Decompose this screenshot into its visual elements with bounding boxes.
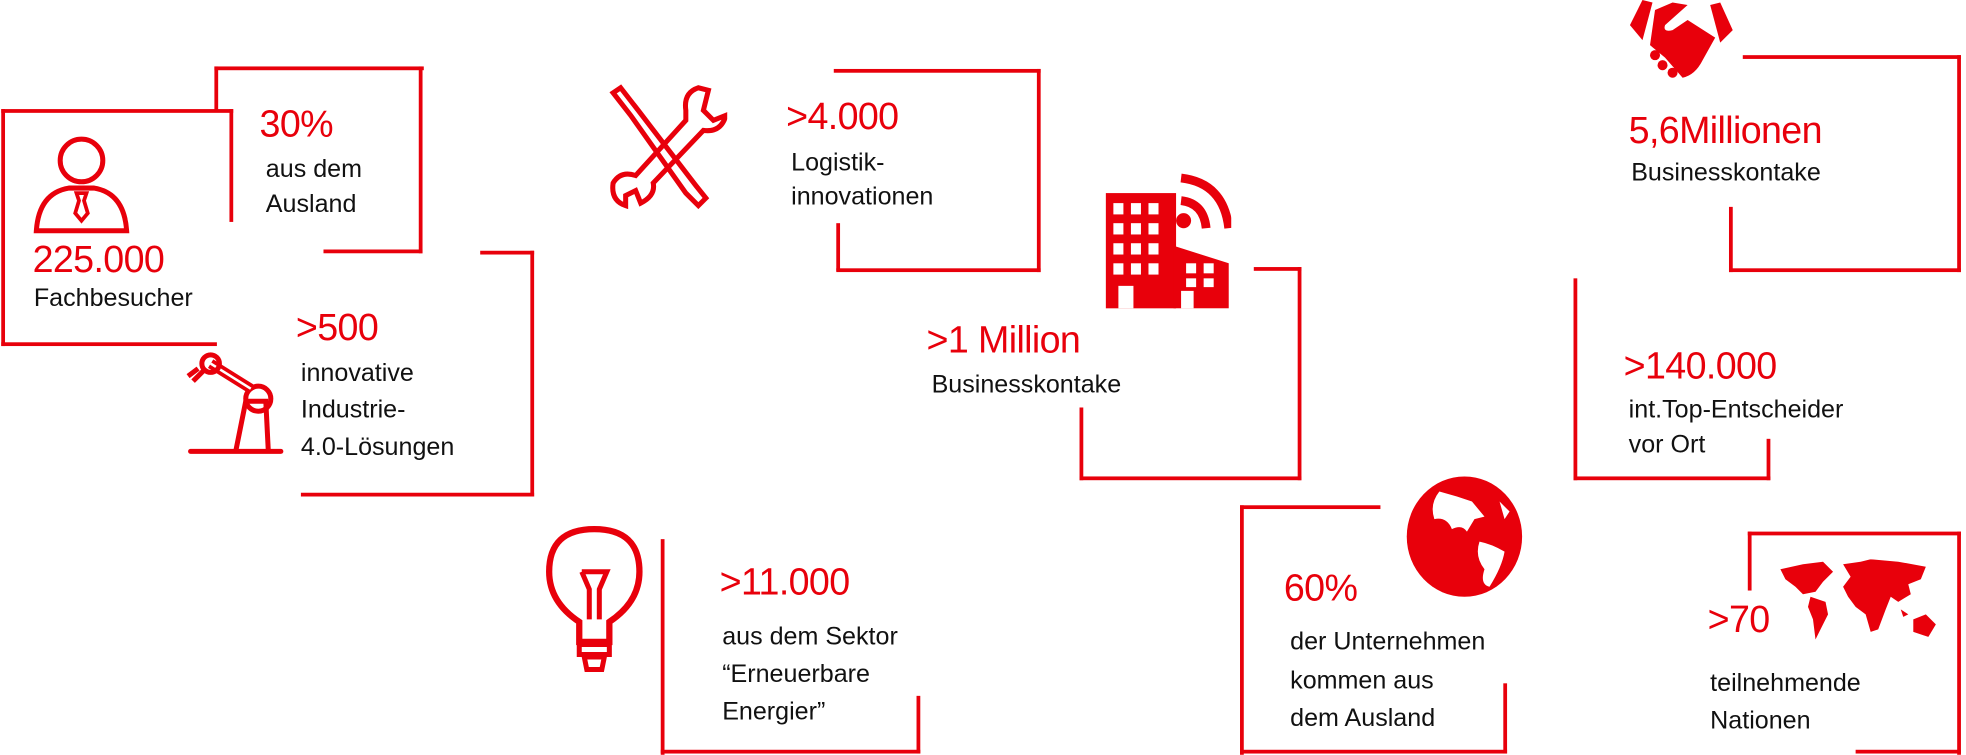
stat-label: Businesskontake xyxy=(1631,159,1821,187)
stat-label: vor Ort xyxy=(1628,431,1706,459)
stat-label: Nationen xyxy=(1710,707,1811,735)
frame-line xyxy=(300,492,535,497)
stat-label: Industrie- xyxy=(300,396,406,424)
stat-label: Fachbesucher xyxy=(33,284,193,313)
frame-line xyxy=(1079,476,1302,481)
frame-line xyxy=(1855,749,1961,754)
frame-line xyxy=(1297,267,1302,481)
frame-line xyxy=(833,68,1041,73)
building-wifi-icon xyxy=(1105,173,1232,309)
frame-line xyxy=(1036,68,1041,273)
frame-line xyxy=(1766,438,1771,481)
frame-line xyxy=(323,249,423,254)
person-icon xyxy=(33,136,130,234)
frame-line xyxy=(1747,531,1961,536)
stat-value: 5,6Millionen xyxy=(1628,110,1823,152)
stat-value: 60% xyxy=(1283,567,1358,610)
stat-label: kommen aus xyxy=(1290,667,1434,695)
frame-line xyxy=(214,66,424,71)
frame-line xyxy=(418,66,423,254)
frame-line xyxy=(1573,278,1578,481)
stat-label: Energier” xyxy=(722,698,826,726)
stat-label: int.Top-Entscheider xyxy=(1628,396,1844,424)
stat-value: >4.000 xyxy=(786,96,899,138)
frame-line xyxy=(1957,531,1961,755)
frame-line xyxy=(1747,531,1752,591)
frame-line xyxy=(1240,505,1244,755)
stat-value: >70 xyxy=(1707,599,1771,641)
stat-label: teilnehmende xyxy=(1710,669,1861,698)
frame-line xyxy=(1503,683,1508,754)
stat-label: Logistik- xyxy=(791,149,885,177)
frame-line xyxy=(229,109,234,222)
stat-label: innovative xyxy=(300,359,414,388)
lightbulb-icon xyxy=(546,525,643,673)
frame-line xyxy=(1240,749,1508,754)
stat-value: >11.000 xyxy=(719,561,850,604)
frame-line xyxy=(480,250,535,255)
frame-line xyxy=(1728,206,1733,273)
tools-icon xyxy=(609,84,728,210)
frame-line xyxy=(660,539,665,755)
frame-line xyxy=(1742,55,1961,59)
stat-value: 225.000 xyxy=(32,239,165,281)
stat-label: dem Ausland xyxy=(1290,704,1436,733)
stat-value: >1 Million xyxy=(926,319,1081,362)
stat-value: >500 xyxy=(295,307,379,349)
frame-line xyxy=(1,109,6,347)
frame-line xyxy=(1957,55,1961,273)
frame-line xyxy=(1240,505,1381,510)
globe-icon xyxy=(1406,476,1523,597)
stat-label: Businesskontake xyxy=(931,371,1122,399)
frame-line xyxy=(660,749,921,754)
stat-label: aus dem xyxy=(265,155,362,184)
frame-line xyxy=(1573,476,1771,481)
frame-line xyxy=(836,268,1041,273)
frame-line xyxy=(1,109,234,113)
frame-line xyxy=(916,695,921,754)
frame-line xyxy=(530,250,535,497)
stat-value: 30% xyxy=(259,104,334,146)
stat-label: 4.0-Lösungen xyxy=(300,433,455,462)
stat-label: der Unternehmen xyxy=(1290,628,1486,656)
frame-line xyxy=(1253,267,1302,271)
stat-label: Ausland xyxy=(265,190,357,219)
robot-arm-icon xyxy=(186,352,284,454)
frame-line xyxy=(214,66,219,112)
frame-line xyxy=(836,223,841,271)
handshake-icon xyxy=(1629,0,1733,78)
frame-line xyxy=(1079,407,1084,481)
stat-label: innovationen xyxy=(791,183,934,211)
stat-value: >140.000 xyxy=(1623,346,1778,388)
stat-label: “Erneuerbare xyxy=(722,660,870,689)
stat-label: aus dem Sektor xyxy=(722,623,898,651)
frame-line xyxy=(1,342,217,347)
frame-line xyxy=(1728,268,1961,273)
world-map-icon xyxy=(1780,559,1936,640)
